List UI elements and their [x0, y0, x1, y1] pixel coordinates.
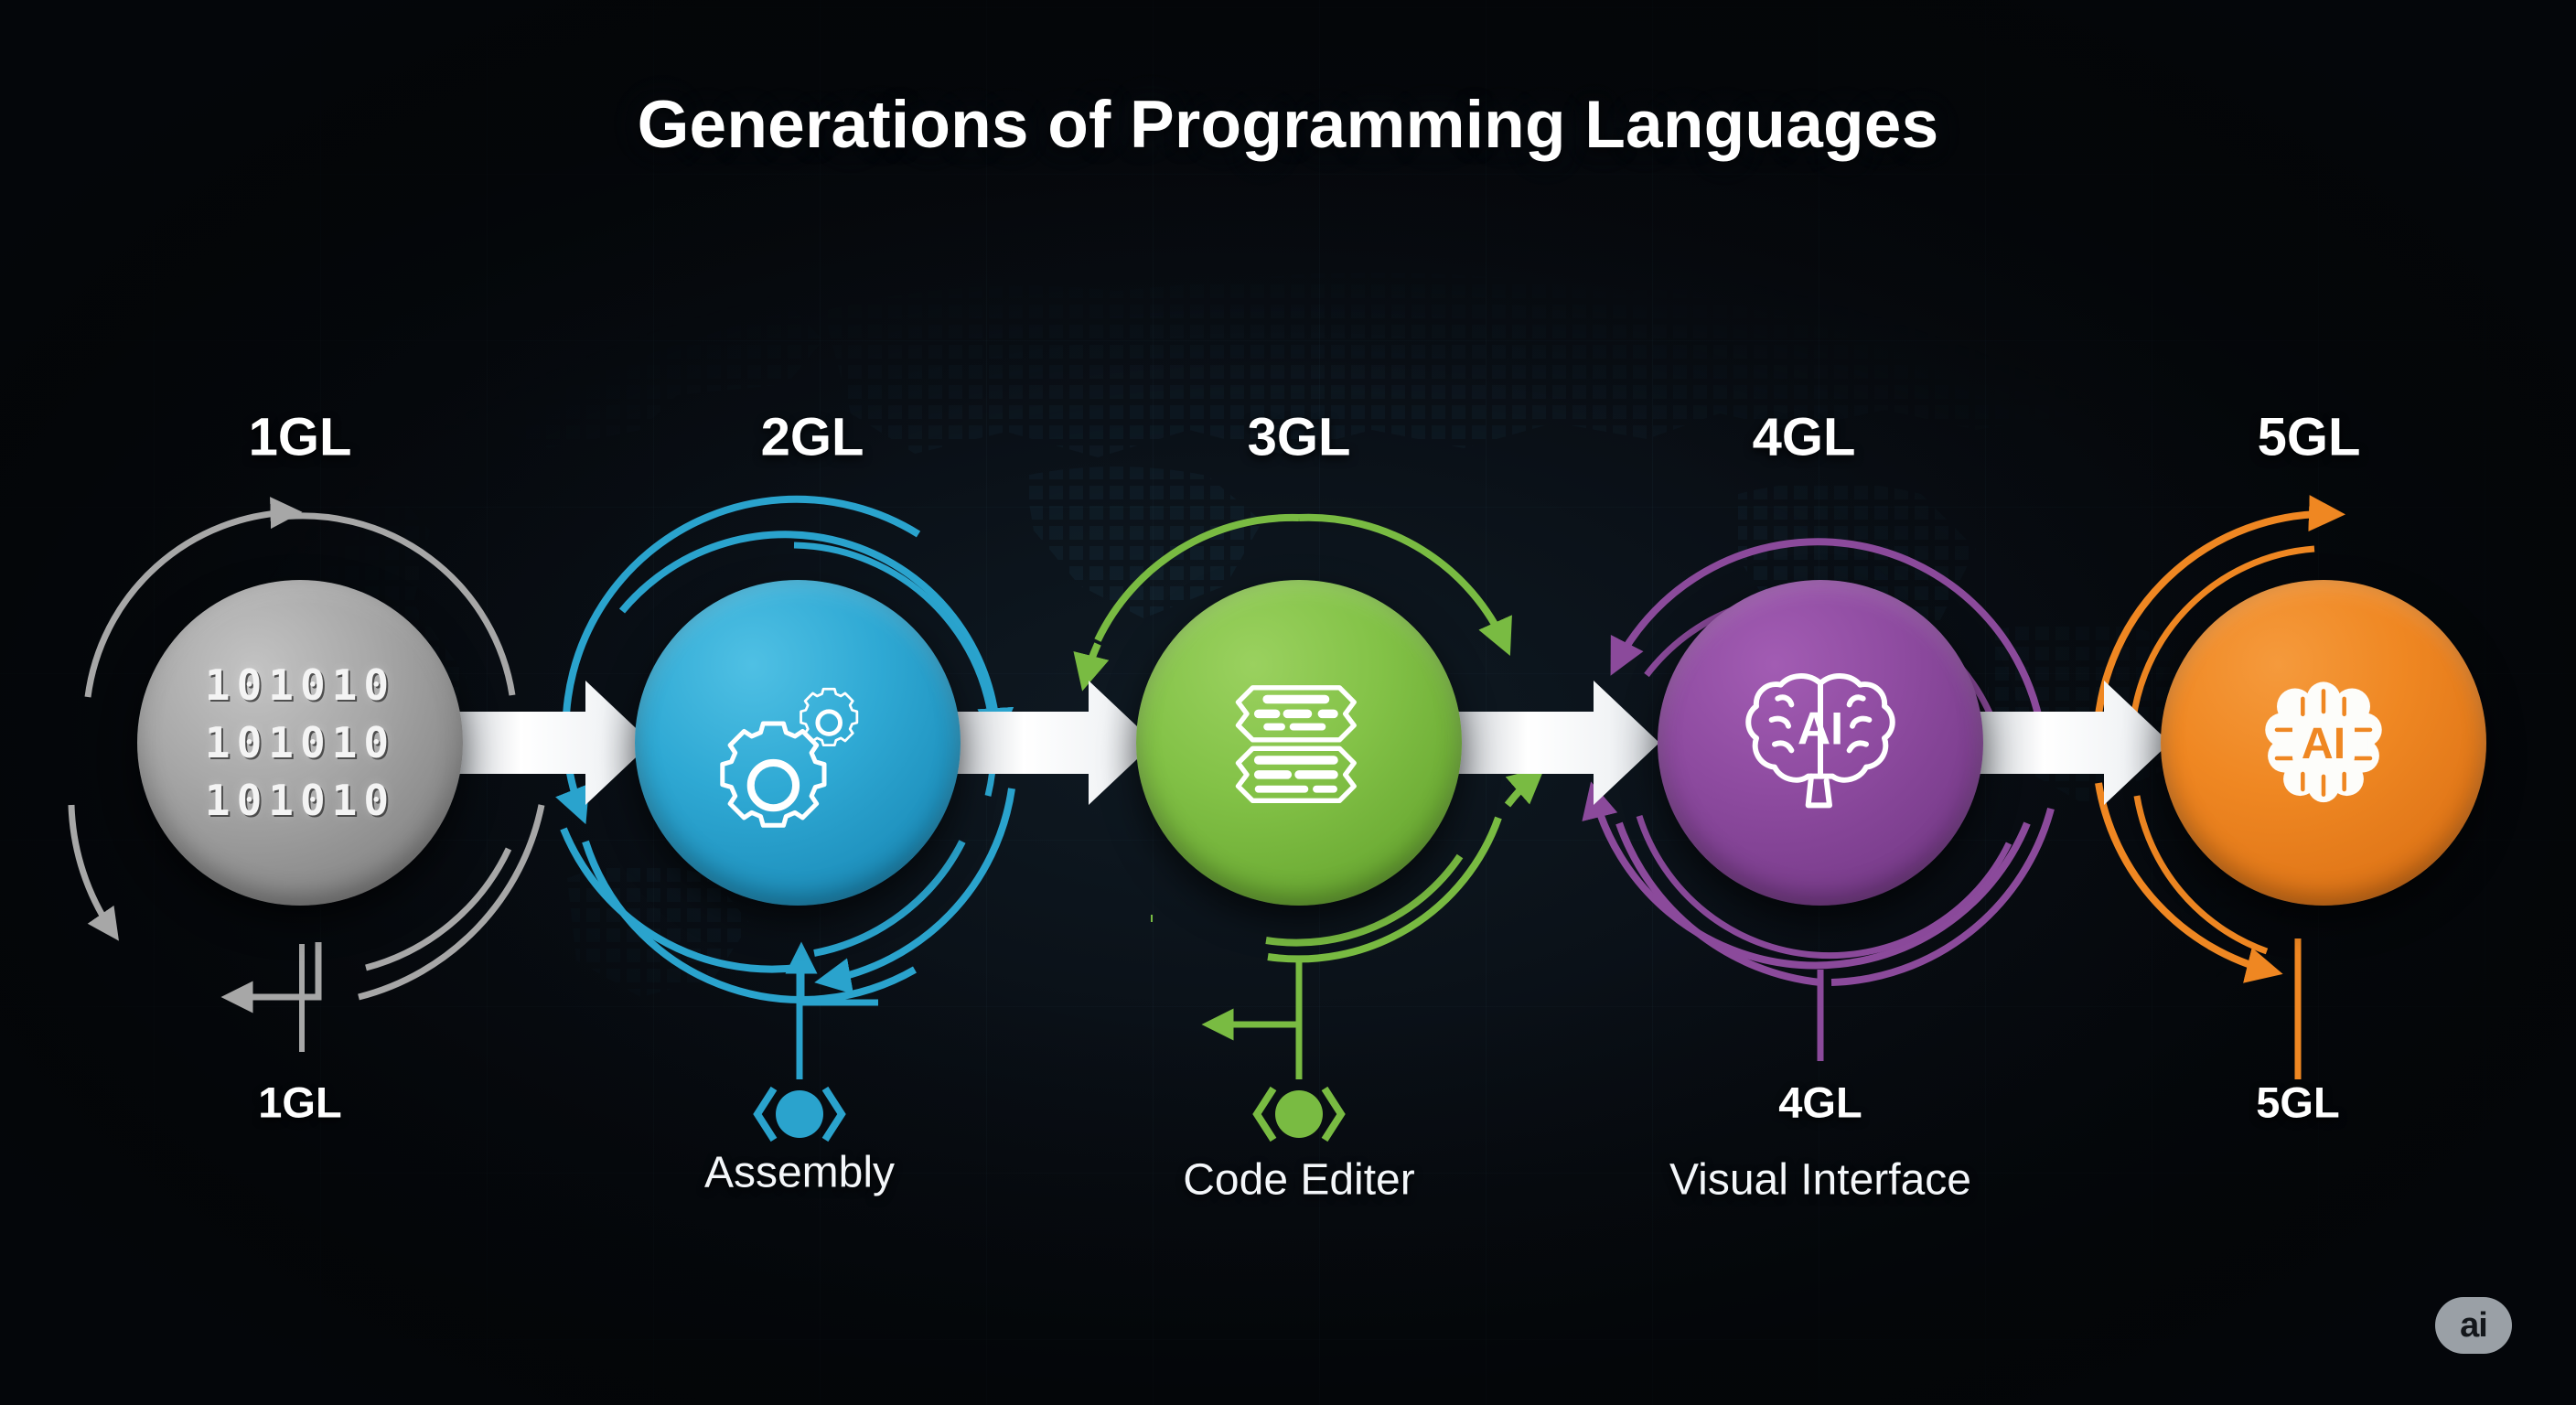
stage-top-label-4gl: 4GL	[1752, 407, 1856, 467]
stage-bottom-label-1gl: 1GL	[258, 1078, 342, 1127]
stage-bottom-sub-2gl: Assembly	[703, 1148, 896, 1197]
binary-code-icon: 101010 101010 101010	[204, 660, 396, 825]
stage-top-label-1gl: 1GL	[248, 407, 352, 467]
stage-bottom-sub-4gl: Visual Interface	[1669, 1155, 1971, 1205]
stage-bottom-label-5gl: 5GL	[2256, 1078, 2340, 1127]
stage-circle-4gl[interactable]: AI	[1658, 580, 1983, 906]
stage-top-label-2gl: 2GL	[760, 407, 864, 467]
stage-bottom-sub-3gl: Code Editer	[1183, 1155, 1415, 1205]
stage-bottom-label-4gl: 4GL	[1778, 1078, 1862, 1127]
ai-brain-outline-icon: AI	[1658, 580, 1983, 906]
brain-ai-text: AI	[1798, 703, 1843, 755]
ai-brain-solid-icon: AI	[2161, 580, 2486, 906]
code-block-icon	[1136, 580, 1462, 906]
stage-circle-5gl[interactable]: AI	[2161, 580, 2486, 906]
stage-top-label-3gl: 3GL	[1247, 407, 1351, 467]
stage-circle-2gl[interactable]	[635, 580, 961, 906]
stage-circle-3gl[interactable]	[1136, 580, 1462, 906]
ai-watermark-badge: ai	[2435, 1297, 2512, 1354]
page-title: Generations of Programming Languages	[637, 88, 1939, 162]
gears-icon	[635, 580, 961, 906]
ai-watermark-text: ai	[2460, 1305, 2488, 1345]
brain-ai-text: AI	[2302, 719, 2345, 768]
stage-circle-1gl[interactable]: 101010 101010 101010	[137, 580, 463, 906]
stage-top-label-5gl: 5GL	[2257, 407, 2361, 467]
ai-brain-solid-glyph: AI	[2265, 681, 2382, 803]
